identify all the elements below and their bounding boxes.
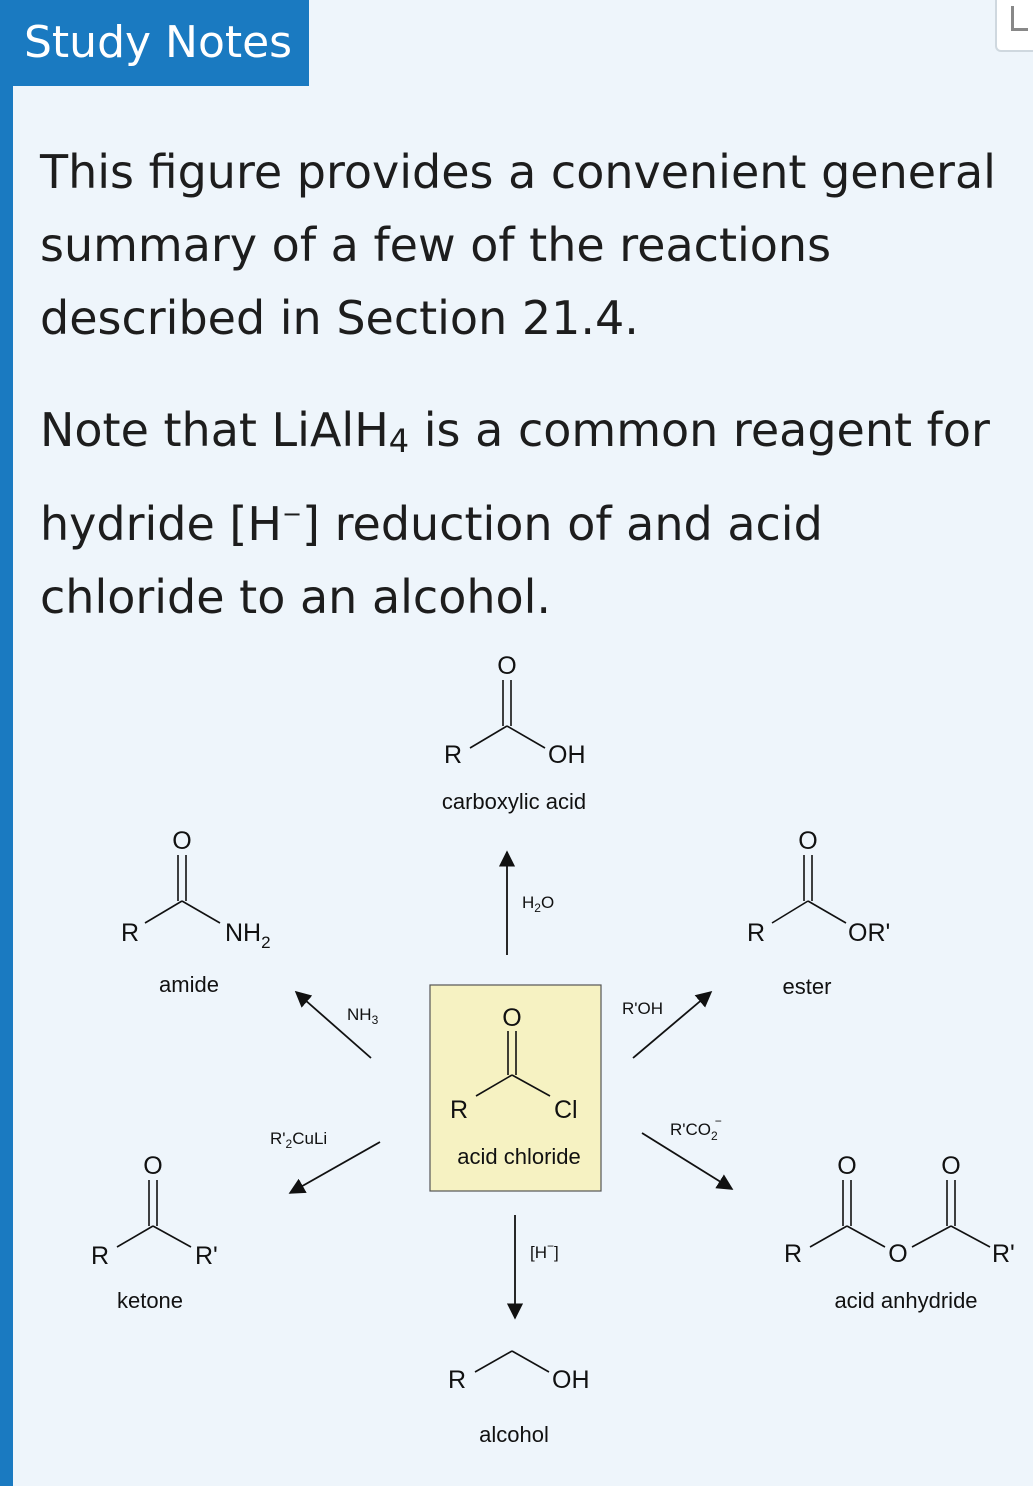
svg-text:OH: OH xyxy=(548,741,586,769)
reagent-water: H2O xyxy=(522,893,554,915)
study-notes-tab: Study Notes xyxy=(0,0,309,86)
svg-text:Cl: Cl xyxy=(554,1096,578,1124)
ketone-structure: O R R' ketone xyxy=(91,1152,218,1313)
svg-text:O: O xyxy=(502,1004,521,1032)
reagent-carboxylate: R'CO2− xyxy=(670,1114,722,1143)
reagent-hydride: [H−] xyxy=(530,1239,559,1262)
reagent-ammonia: NH3 xyxy=(347,1005,379,1027)
svg-text:R': R' xyxy=(992,1240,1015,1268)
carboxylic-acid-structure: O R OH carboxylic acid xyxy=(442,652,586,814)
svg-text:R: R xyxy=(747,919,765,947)
ketone-label: ketone xyxy=(117,1288,183,1313)
ester-structure: O R OR' ester xyxy=(747,827,890,999)
arrow-to-anhydride xyxy=(641,1132,734,1190)
svg-text:R: R xyxy=(450,1096,468,1124)
svg-text:O: O xyxy=(837,1152,856,1180)
svg-text:OR': OR' xyxy=(848,919,890,947)
svg-text:R': R' xyxy=(195,1242,218,1270)
note-paragraph: Note that LiAlH4 is a common reagent for… xyxy=(40,403,990,624)
alcohol-label: alcohol xyxy=(479,1422,549,1447)
amide-label: amide xyxy=(159,972,219,997)
svg-text:O: O xyxy=(143,1152,162,1180)
svg-text:R: R xyxy=(91,1242,109,1270)
svg-text:R: R xyxy=(784,1240,802,1268)
left-accent-bar xyxy=(0,0,13,1486)
svg-text:O: O xyxy=(941,1152,960,1180)
svg-text:O: O xyxy=(172,827,191,855)
svg-text:R: R xyxy=(121,919,139,947)
acid-anhydride-label: acid anhydride xyxy=(834,1288,977,1313)
alcohol-structure: R OH alcohol xyxy=(448,1350,590,1447)
ester-label: ester xyxy=(783,974,832,999)
acid-chloride-label: acid chloride xyxy=(457,1144,581,1169)
svg-text:O: O xyxy=(888,1240,907,1268)
acid-chloride-box: O R Cl acid chloride xyxy=(429,984,602,1192)
acid-anhydride-structure: O O O R R' acid anhydride xyxy=(784,1152,1015,1313)
reagent-cuprate: R'2CuLi xyxy=(270,1129,327,1151)
reaction-summary-diagram: O R OH carboxylic acid O R NH2 amide O R… xyxy=(91,652,1015,1447)
svg-text:OH: OH xyxy=(552,1366,590,1394)
page-corner-icon[interactable] xyxy=(995,0,1033,52)
carboxylic-acid-label: carboxylic acid xyxy=(442,789,586,814)
arrow-to-ester xyxy=(632,990,713,1059)
svg-text:NH2: NH2 xyxy=(225,919,271,952)
amide-structure: O R NH2 amide xyxy=(121,827,271,997)
arrow-to-ketone xyxy=(288,1141,381,1194)
summary-paragraph: This figure provides a convenient genera… xyxy=(40,145,996,345)
svg-text:O: O xyxy=(497,652,516,680)
reagent-alcohol: R'OH xyxy=(622,999,663,1018)
arrow-to-amide xyxy=(294,990,372,1059)
svg-text:R: R xyxy=(444,741,462,769)
svg-text:R: R xyxy=(448,1366,466,1394)
svg-text:O: O xyxy=(798,827,817,855)
